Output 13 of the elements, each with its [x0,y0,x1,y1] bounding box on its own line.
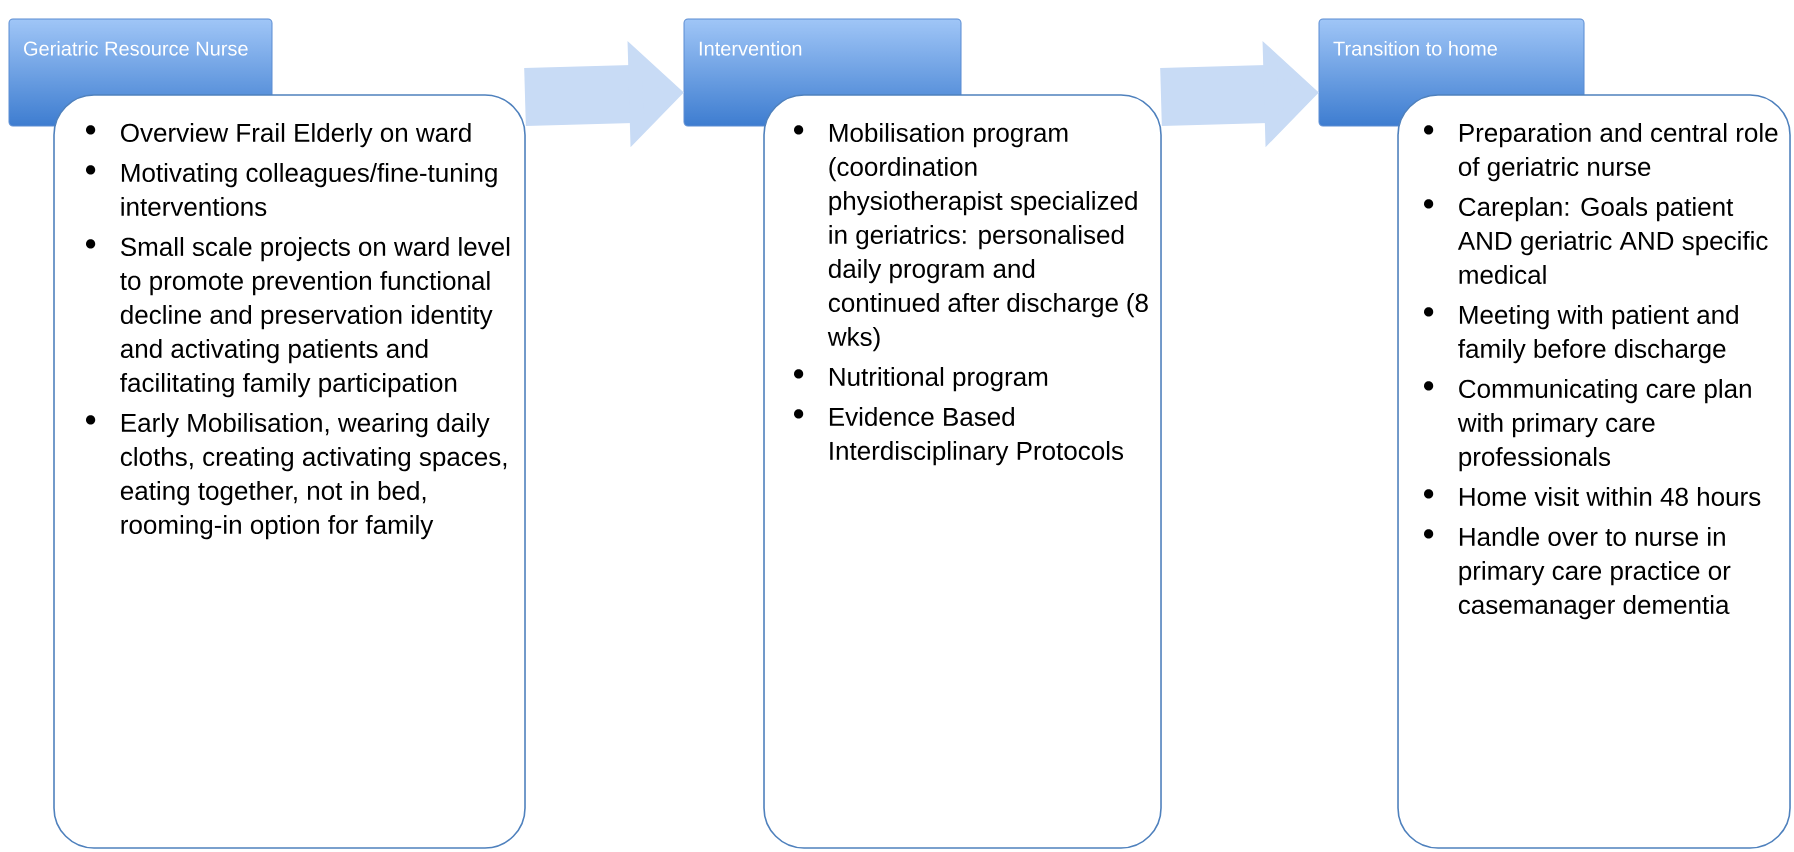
bullet-list-card [53,94,526,849]
bullet-item: Early Mobilisation, wearing daily cloths, creating activating spaces, eating together, not in bed, rooming-in option for family [86,413,507,540]
bullet-item: Meeting with patient and family before discharge [1424,305,1738,364]
bullet-item: Handle over to nurse in primary care practice or casemanager dementia [1424,527,1731,620]
bullet-item: Small scale projects on ward level to promote prevention functional decline and preservation identity and activating patients and facilitating family participation [86,237,510,398]
bullet-item: Evidence Based Interdisciplinary Protocols [794,407,1124,466]
bullet-item: Nutritional program [794,367,1048,392]
bullet-list-card [1397,94,1791,849]
bullet-item: Motivating colleagues/fine-tuning interventions [86,163,497,217]
bullet-item: Home visit within 48 hours [1424,487,1761,507]
bullet-item: Communicating care plan with primary care professionals [1424,379,1751,472]
bullet-list-card [763,94,1162,849]
bullet-item: Careplan: Goals patient AND geriatric AND specific medical [1424,197,1768,285]
